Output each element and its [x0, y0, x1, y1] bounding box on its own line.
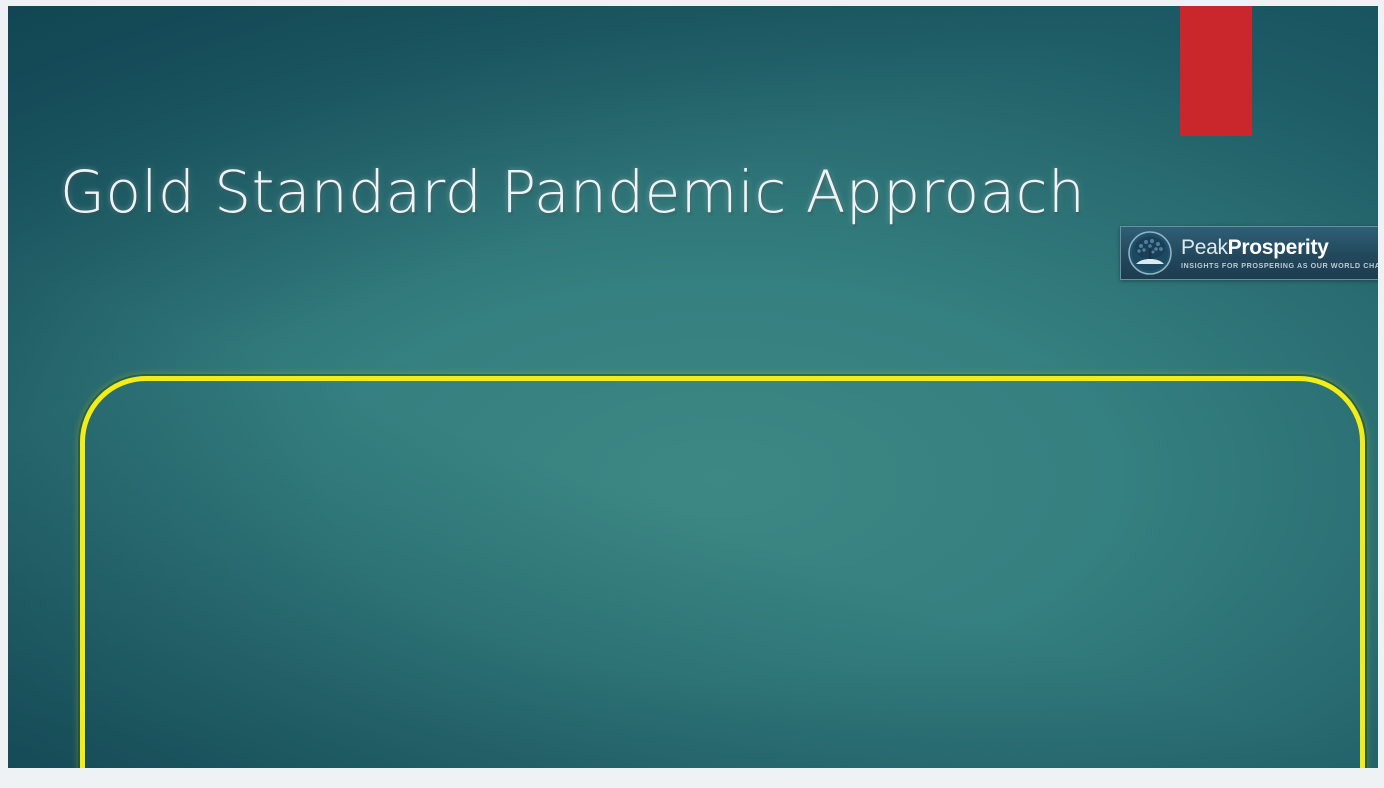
logo-wordmark: PeakProsperity	[1181, 235, 1329, 259]
video-slide[interactable]: Gold Standard Pandemic Approach	[8, 6, 1378, 768]
tree-in-circle-icon	[1127, 230, 1173, 276]
logo-tagline: INSIGHTS FOR PROSPERING AS OUR WORLD CHA…	[1181, 260, 1378, 270]
yellow-outline-frame	[80, 376, 1365, 768]
peak-prosperity-logo: PeakProsperity INSIGHTS FOR PROSPERING A…	[1120, 226, 1378, 280]
page-title: Gold Standard Pandemic Approach	[60, 158, 1086, 226]
logo-red-bar	[1180, 6, 1252, 136]
